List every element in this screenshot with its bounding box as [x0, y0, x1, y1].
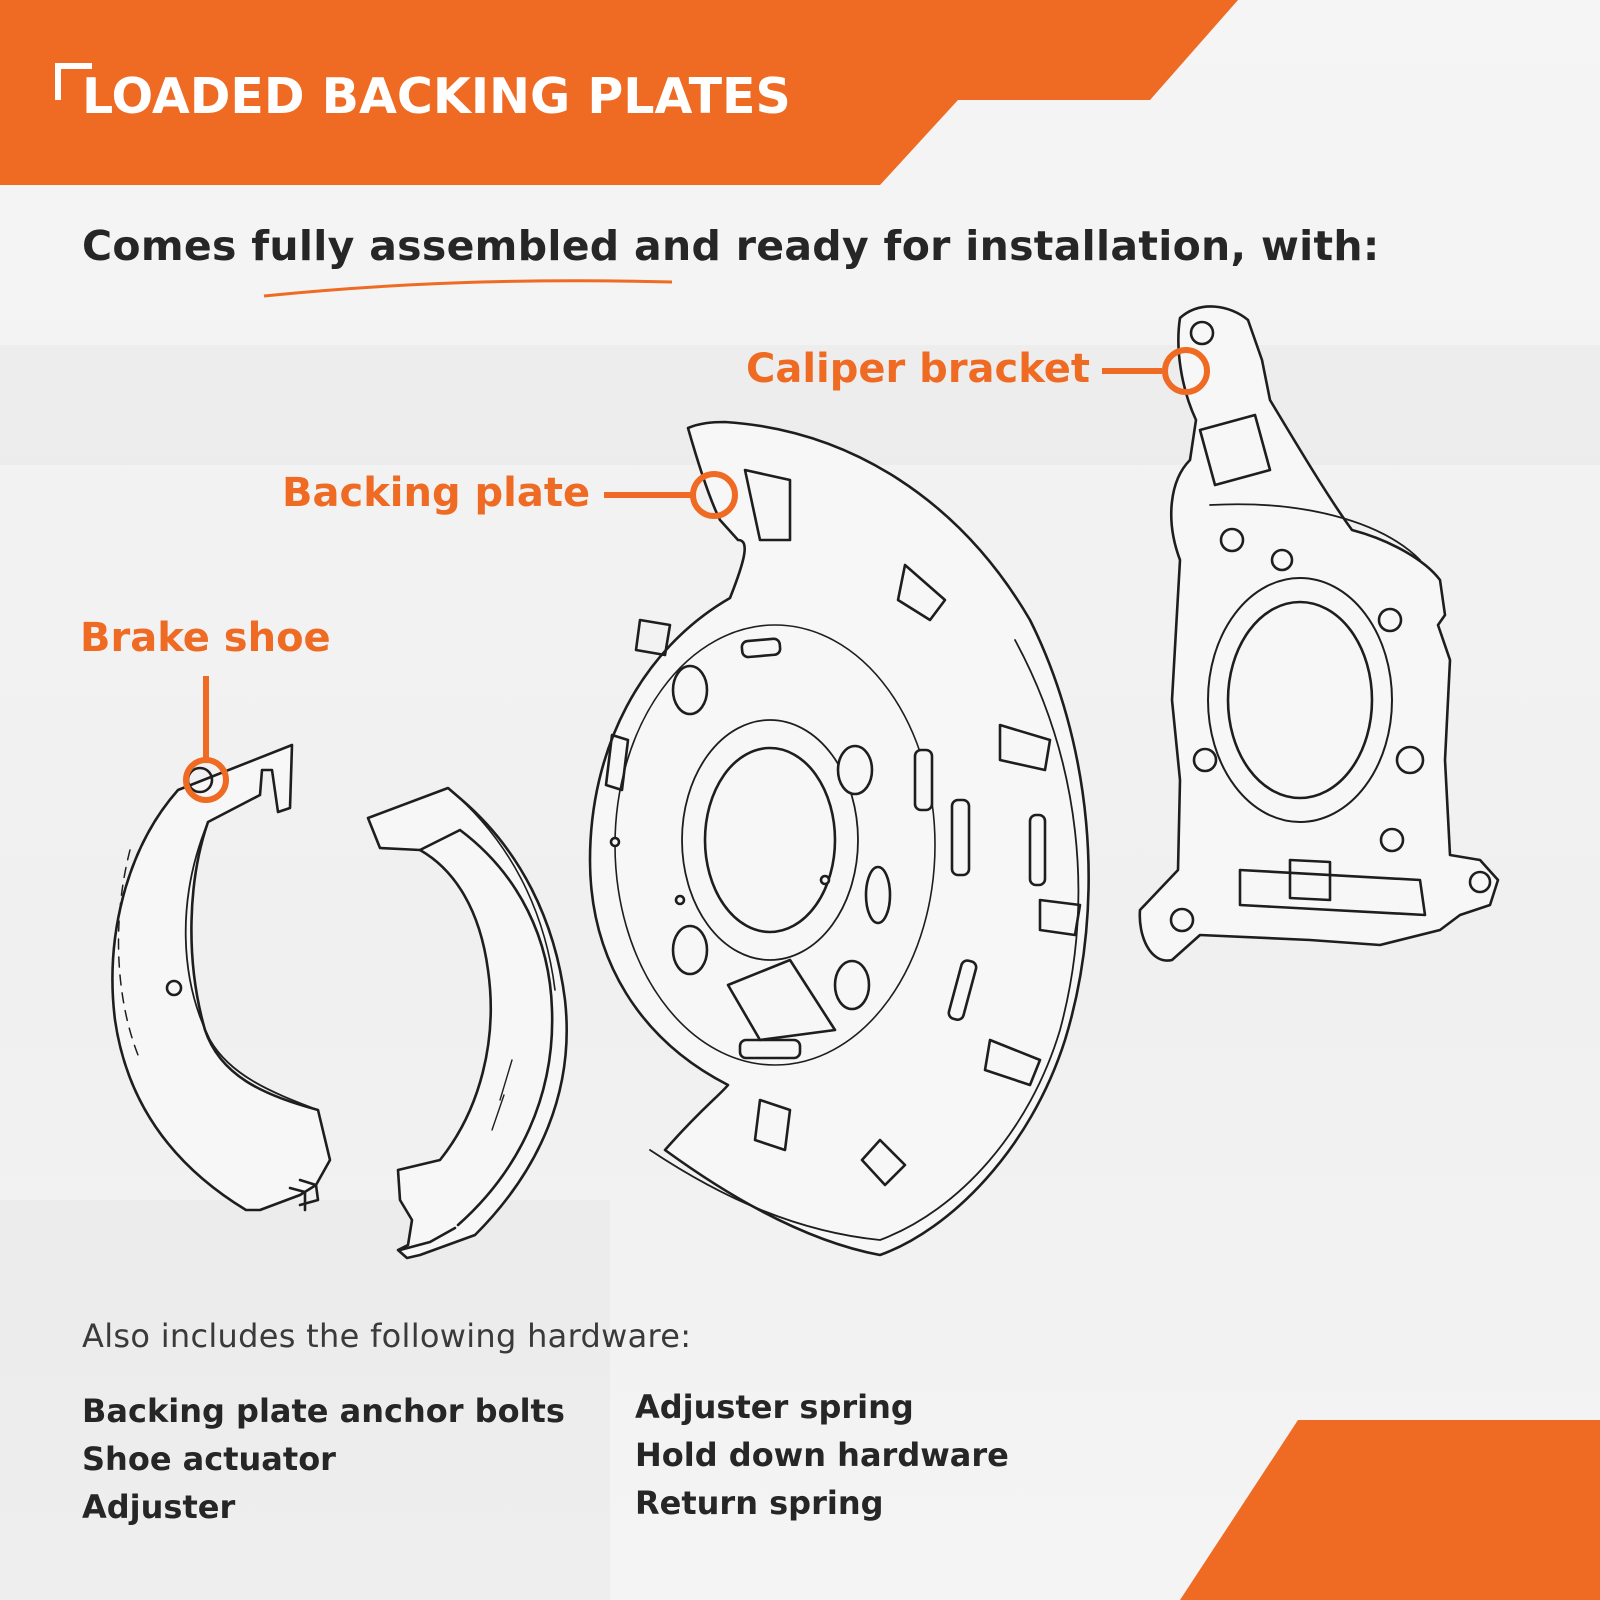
- brake-shoe-label: Brake shoe: [80, 615, 331, 661]
- page-title: LOADED BACKING PLATES: [82, 68, 791, 125]
- caliper-bracket-marker: [1102, 347, 1210, 395]
- hardware-list-right: Adjuster spring Hold down hardware Retur…: [635, 1383, 1009, 1527]
- header-banner: LOADED BACKING PLATES: [0, 0, 1600, 185]
- bracket-corner-icon: [55, 63, 92, 100]
- brake-shoe-right: [366, 786, 568, 1260]
- list-item: Return spring: [635, 1484, 884, 1522]
- backing-plate: [588, 420, 1090, 1257]
- backing-plate-label: Backing plate: [282, 470, 591, 516]
- list-item: Adjuster: [82, 1488, 236, 1526]
- brake-shoe-marker: [183, 676, 229, 803]
- hardware-heading: Also includes the following hardware:: [82, 1317, 692, 1355]
- hardware-list-left: Backing plate anchor bolts Shoe actuator…: [82, 1387, 565, 1531]
- caliper-bracket: [1138, 305, 1500, 962]
- brake-shoe-left: [111, 743, 332, 1212]
- subtitle: Comes fully assembled and ready for inst…: [82, 222, 1380, 270]
- caliper-bracket-label: Caliper bracket: [746, 346, 1091, 392]
- subtitle-underline: [263, 279, 673, 298]
- corner-accent: [1180, 1420, 1600, 1600]
- backing-plate-marker: [604, 471, 738, 519]
- list-item: Backing plate anchor bolts: [82, 1392, 565, 1430]
- list-item: Hold down hardware: [635, 1436, 1009, 1474]
- list-item: Adjuster spring: [635, 1388, 914, 1426]
- list-item: Shoe actuator: [82, 1440, 336, 1478]
